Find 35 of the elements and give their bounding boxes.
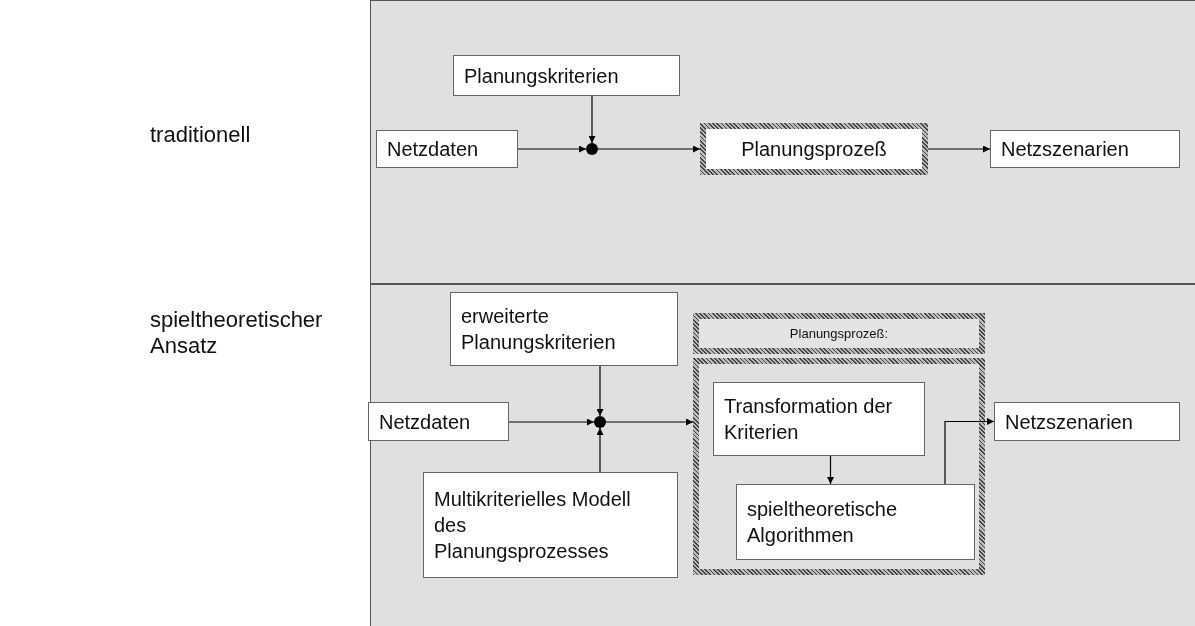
arrow xyxy=(597,145,701,153)
box-text: Planungsprozeß xyxy=(741,137,887,161)
arrow xyxy=(605,418,694,426)
arrow xyxy=(596,365,604,417)
process-box xyxy=(450,292,678,366)
box-text: Netzdaten xyxy=(387,137,479,162)
process-box xyxy=(994,402,1180,441)
arrow xyxy=(596,427,604,473)
arrow xyxy=(927,145,991,153)
process-box xyxy=(453,55,680,96)
process-frame xyxy=(693,313,985,354)
box-text: Planungskriterien xyxy=(464,63,619,89)
box-text: Multikriterielles Modell des Planungsprozesses xyxy=(434,487,632,564)
arrow xyxy=(508,418,595,426)
box-text: Planungsprozeß: xyxy=(789,326,889,341)
process-box xyxy=(423,472,678,578)
process-box xyxy=(368,402,509,441)
process-box xyxy=(376,130,518,168)
arrow xyxy=(944,418,995,485)
arrow xyxy=(517,145,587,153)
process-frame xyxy=(700,123,928,175)
process-box xyxy=(736,484,975,560)
box-text: Netzszenarien xyxy=(1005,409,1133,435)
group-frame xyxy=(693,358,985,575)
box-text: Netzszenarien xyxy=(1001,137,1129,162)
box-text: Transformation der Kriterien xyxy=(724,394,894,445)
arrow xyxy=(588,95,596,144)
process-box xyxy=(990,130,1180,168)
arrow xyxy=(827,455,834,485)
box-text: Netzdaten xyxy=(379,409,471,435)
row-label: spieltheoretischer Ansatz xyxy=(150,307,324,359)
box-text: erweiterte Planungskriterien xyxy=(461,304,617,355)
row-label: traditionell xyxy=(150,122,252,148)
process-box xyxy=(713,382,925,456)
box-text: spieltheoretische Algorithmen xyxy=(747,497,899,548)
